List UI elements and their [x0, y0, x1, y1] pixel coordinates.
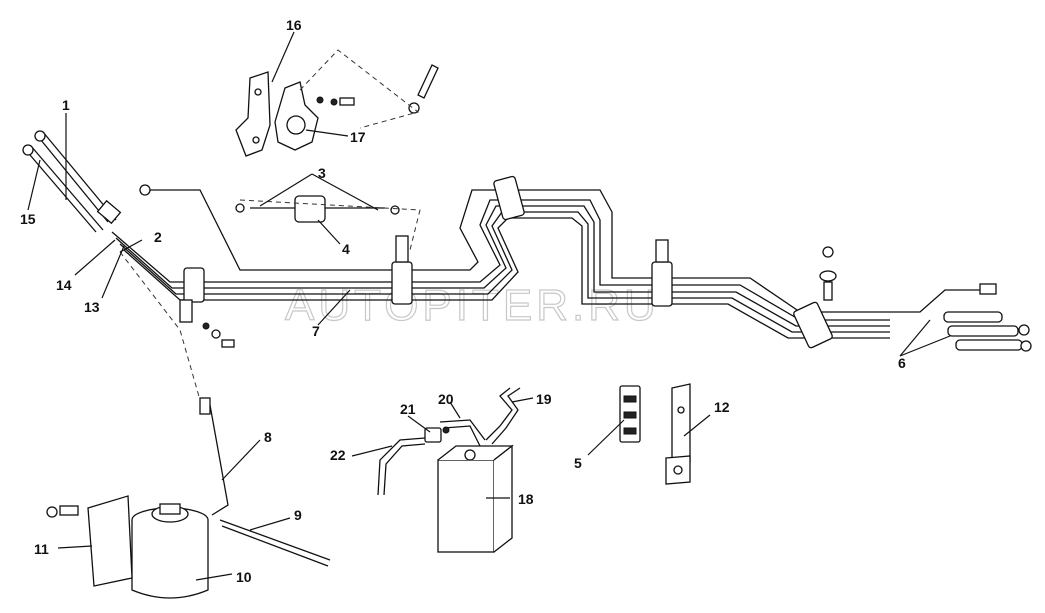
clamp-upper[interactable] — [493, 175, 525, 221]
callout-9: 9 — [294, 507, 302, 523]
callout-4: 4 — [342, 241, 350, 257]
part-6-hoses[interactable] — [943, 311, 1032, 352]
callout-12: 12 — [714, 399, 730, 415]
callout-19: 19 — [536, 391, 552, 407]
part-18-vapor-canister[interactable] — [437, 444, 514, 553]
callout-8: 8 — [264, 429, 272, 445]
part-5-connector[interactable] — [619, 385, 641, 443]
callout-21: 21 — [400, 401, 416, 417]
part-8-vapor-line[interactable] — [199, 397, 229, 516]
part-9-hose[interactable] — [219, 519, 331, 567]
part-19-hose[interactable] — [485, 387, 521, 445]
bolt-right[interactable] — [819, 246, 837, 301]
callout-16: 16 — [286, 17, 302, 33]
callouts: 1 2 3 4 5 6 7 8 9 10 11 12 13 14 15 16 1… — [20, 17, 906, 585]
callout-15: 15 — [20, 211, 36, 227]
callout-2: 2 — [154, 229, 162, 245]
clamp-right[interactable] — [651, 239, 673, 307]
part-1-tube[interactable] — [34, 130, 122, 225]
clamp-far-right[interactable] — [793, 301, 833, 349]
bolt-left[interactable] — [202, 322, 235, 348]
callout-11: 11 — [34, 541, 49, 557]
callout-18: 18 — [518, 491, 534, 507]
part-10-canister[interactable] — [131, 503, 209, 599]
callout-6: 6 — [898, 355, 906, 371]
callout-13: 13 — [84, 299, 100, 315]
callout-3: 3 — [318, 165, 326, 181]
part-7-fuel-line-bundle[interactable] — [111, 184, 997, 339]
callout-10: 10 — [236, 569, 252, 585]
callout-22: 22 — [330, 447, 346, 463]
part-4-fuel-filter[interactable] — [235, 195, 400, 223]
callout-1: 1 — [62, 97, 70, 113]
clamp-left[interactable] — [179, 267, 205, 323]
callout-7: 7 — [312, 323, 320, 339]
callout-14: 14 — [56, 277, 72, 293]
part-15-tube[interactable] — [22, 144, 104, 233]
part-21-valve[interactable] — [424, 426, 450, 443]
clamp-center[interactable] — [391, 235, 413, 305]
leader-lines — [27, 31, 951, 581]
part-12-bracket[interactable] — [665, 383, 691, 485]
callout-20: 20 — [438, 391, 454, 407]
part-16-bracket[interactable] — [235, 71, 271, 157]
part-22-hose[interactable] — [377, 437, 426, 496]
callout-17: 17 — [350, 129, 366, 145]
part-20-hose[interactable] — [439, 419, 486, 447]
part-11-bracket[interactable] — [46, 495, 133, 587]
callout-5: 5 — [574, 455, 582, 471]
